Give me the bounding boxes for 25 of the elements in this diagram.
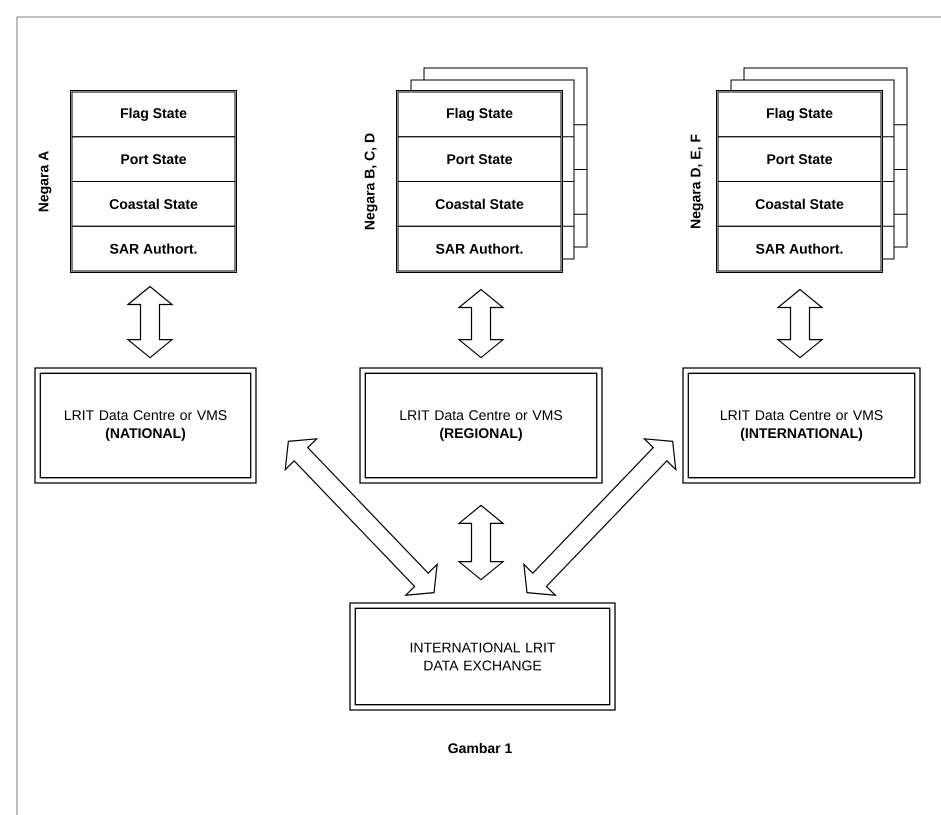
- rotated-label: Negara B, C, D: [364, 134, 378, 230]
- state-cell: SAR Authort.: [398, 226, 562, 272]
- block-arrow: [776, 288, 824, 358]
- state-cell: SAR Authort.: [72, 226, 236, 272]
- data-centre-box: LRIT Data Centre or VMS (NATIONAL): [34, 367, 257, 484]
- rotated-label: Negara D, E, F: [690, 134, 704, 228]
- figure-caption: Gambar 1: [448, 742, 512, 754]
- state-cell: Coastal State: [398, 181, 562, 227]
- state-cell: SAR Authort.: [718, 226, 882, 272]
- block-arrow: [284, 438, 438, 596]
- state-cell: Flag State: [72, 92, 236, 138]
- block-arrow: [126, 286, 174, 358]
- rotated-label: Negara A: [38, 151, 52, 212]
- block-arrow: [457, 288, 505, 358]
- block-arrow: [457, 504, 505, 580]
- data-centre-box: LRIT Data Centre or VMS (REGIONAL): [359, 367, 603, 484]
- data-centre-box: INTERNATIONAL LRIT DATA EXCHANGE: [349, 602, 616, 711]
- state-cell: Port State: [718, 136, 882, 182]
- state-cell: Coastal State: [718, 181, 882, 227]
- data-centre-box: LRIT Data Centre or VMS (INTERNATIONAL): [682, 367, 921, 484]
- state-cell: Flag State: [718, 92, 882, 138]
- state-cell: Port State: [398, 136, 562, 182]
- state-cell: Flag State: [398, 92, 562, 138]
- state-cell: Coastal State: [72, 181, 236, 227]
- state-cell: Port State: [72, 136, 236, 182]
